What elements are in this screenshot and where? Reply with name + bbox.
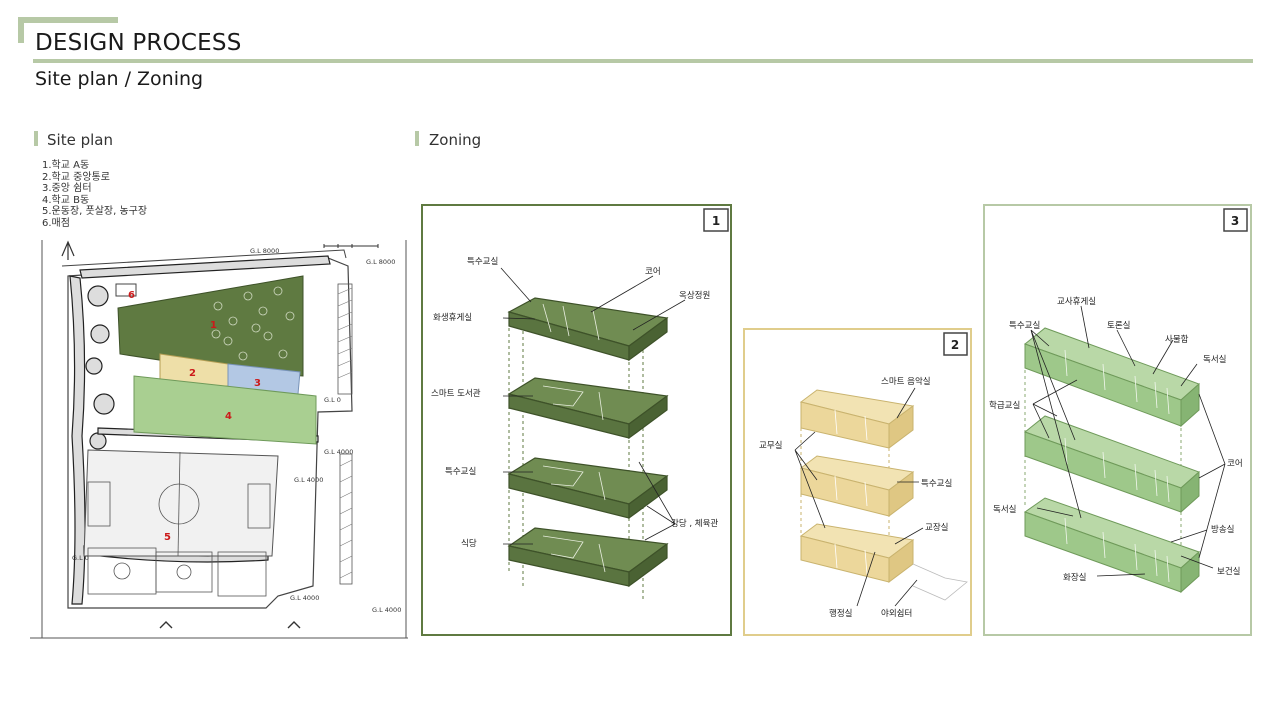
header-accent-cut — [24, 23, 118, 43]
floor-block — [1023, 415, 1200, 514]
zone-label: 독서실 — [1203, 354, 1226, 365]
level-label: G.L 8000 — [366, 258, 395, 266]
zone-label: 코어 — [645, 266, 661, 277]
floor-block — [1023, 327, 1200, 428]
zoning-heading-bar — [415, 131, 419, 146]
page-title: DESIGN PROCESS — [35, 30, 242, 56]
site-plan-drawing: 1 2 3 4 5 6 G.L 8000 G.L 8000 G.L 0 G.L … — [28, 236, 410, 642]
zone-label: 토론실 — [1107, 320, 1130, 331]
site-plan-heading-bar — [34, 131, 38, 146]
level-label: G.L 0 — [72, 554, 89, 562]
zone-label: 교장실 — [925, 522, 948, 533]
zoning-heading: Zoning — [429, 131, 482, 149]
courts — [87, 547, 267, 597]
floor-block — [1023, 497, 1200, 594]
header-rule — [33, 59, 1253, 63]
sports-field — [83, 449, 279, 557]
level-label: G.L 8000 — [250, 247, 279, 255]
building-b — [133, 375, 317, 445]
panel-number: 3 — [1231, 214, 1239, 228]
volume-block — [799, 455, 915, 517]
site-number-1: 1 — [210, 320, 217, 331]
scale-bar-icon — [323, 244, 379, 248]
zone-label: 교무실 — [759, 440, 782, 451]
store — [115, 283, 137, 297]
zone-label: 특수교실 — [467, 256, 498, 267]
floor-slab — [507, 457, 669, 520]
zone-label: 보건실 — [1217, 566, 1240, 577]
site-number-2: 2 — [189, 368, 196, 379]
floor-slab — [507, 527, 669, 588]
panel-number: 2 — [951, 338, 959, 352]
parking-area — [337, 283, 353, 585]
level-label: G.L 4000 — [372, 606, 401, 614]
zone-label: 특수교실 — [445, 466, 476, 477]
level-label: G.L 4000 — [294, 476, 323, 484]
zone-label: 스마트 도서관 — [431, 388, 481, 399]
site-number-4: 4 — [225, 411, 232, 422]
legend-item: 2.학교 중앙통로 — [42, 171, 110, 183]
level-label: G.L 4000 — [290, 594, 319, 602]
legend-item: 3.중앙 쉼터 — [42, 183, 92, 194]
volume-block — [799, 389, 915, 449]
site-number-5: 5 — [164, 532, 171, 543]
zoning-panel-3: 3 — [983, 204, 1252, 636]
zone-label: 화장실 — [1063, 572, 1086, 583]
site-plan-heading: Site plan — [47, 131, 113, 149]
zone-label: 강당 , 체육관 — [671, 518, 718, 529]
site-number-3: 3 — [254, 378, 261, 389]
zone-label: 특수교실 — [921, 478, 952, 489]
legend-item: 5.운동장, 풋살장, 농구장 — [42, 206, 148, 217]
zone-label: 특수교실 — [1009, 320, 1040, 331]
floor-slab — [507, 377, 669, 440]
site-plan-legend: 1.학교 A동 2.학교 중앙통로 3.중앙 쉼터 4.학교 B동 5.운동장,… — [42, 160, 147, 229]
level-label: G.L 4000 — [324, 448, 353, 456]
zone-label: 식당 — [461, 538, 477, 549]
zone-label: 독서실 — [993, 504, 1016, 515]
zone-label: 교사휴게실 — [1057, 296, 1096, 307]
panel-number: 1 — [712, 214, 720, 228]
zone-label: 행정실 — [829, 608, 852, 619]
zone-label: 학급교실 — [989, 400, 1020, 411]
zone-label: 옥상정원 — [679, 290, 710, 301]
zone-label: 화생휴게실 — [433, 312, 472, 323]
volume-block — [799, 523, 915, 583]
legend-item: 6.매점 — [42, 217, 70, 229]
legend-item: 1.학교 A동 — [42, 160, 90, 171]
zone-label: 스마트 음악실 — [881, 376, 931, 387]
site-number-6: 6 — [128, 290, 135, 301]
north-arrow-icon — [61, 240, 75, 260]
zone-label: 코어 — [1227, 458, 1243, 469]
zone-label: 방송실 — [1211, 524, 1234, 535]
level-label: G.L 0 — [324, 396, 341, 404]
zone-label: 사물함 — [1165, 335, 1189, 345]
zone-label: 야외쉼터 — [881, 608, 912, 619]
zoning-panel-2: 2 스마트 음악실 교무실 — [743, 328, 972, 636]
entrance-arrow-icon — [159, 621, 301, 629]
legend-item: 4.학교 B동 — [42, 194, 90, 206]
page-subtitle: Site plan / Zoning — [35, 68, 204, 90]
zoning-panel-1: 1 — [421, 204, 732, 636]
